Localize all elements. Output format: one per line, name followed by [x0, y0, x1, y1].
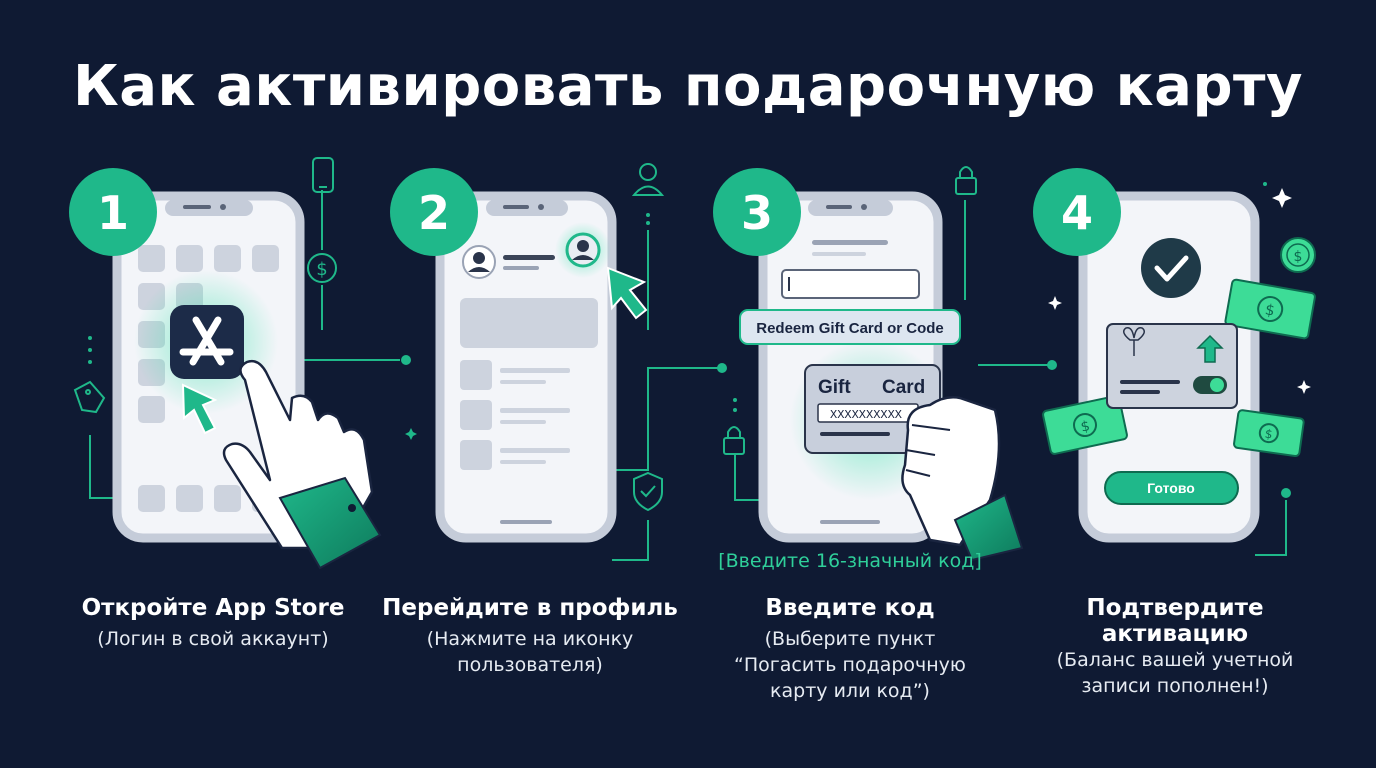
step-2-description: (Нажмите на иконку пользователя)	[375, 626, 685, 678]
step-badge-1	[69, 168, 157, 256]
step-badge-2	[390, 168, 478, 256]
step-3: Redeem Gift Card or Code Gift Card XXXXX…	[713, 168, 1024, 562]
cursor-arrow-icon	[181, 383, 218, 435]
step-3-title: Введите код	[765, 595, 935, 621]
hand-holding-card-icon	[901, 396, 1024, 562]
step-4-desc-line-2: записи пополнен!)	[1081, 675, 1269, 697]
step-4-description: (Баланс вашей учетной записи пополнен!)	[1025, 647, 1325, 699]
step-number-2: 2	[418, 186, 450, 240]
tag-icon	[73, 380, 106, 414]
svg-text:Gift: Gift	[818, 377, 851, 398]
step-1-title: Откройте App Store	[81, 595, 345, 621]
cursor-arrow-icon	[606, 266, 648, 320]
step-badge-3	[713, 168, 801, 256]
step-1-description: (Логин в свой аккаунт)	[58, 626, 368, 652]
step-2-desc-line-2: пользователя)	[457, 654, 603, 676]
dollar-icon: $	[307, 253, 337, 283]
svg-text:$: $	[1294, 249, 1303, 265]
phone-icon	[312, 157, 334, 193]
svg-text:Готово: Готово	[1147, 480, 1195, 496]
sparkle-icon	[405, 182, 1311, 440]
code-input-field[interactable]	[781, 269, 920, 299]
step-1: 1	[69, 168, 382, 570]
done-button[interactable]: Готово	[1104, 471, 1239, 505]
shield-check-icon	[633, 471, 663, 512]
gift-box-icon	[1106, 323, 1238, 409]
step-2-desc-line-1: (Нажмите на иконку	[426, 628, 634, 650]
money-bill-icon: $ $ $ $	[1042, 237, 1316, 458]
svg-text:$: $	[316, 259, 327, 280]
step-badge-4	[1033, 168, 1121, 256]
step-4: $ $ $ $	[1033, 168, 1316, 543]
lock-icon	[723, 166, 977, 455]
svg-text:$: $	[1079, 418, 1091, 436]
svg-text:Redeem Gift Card or Code: Redeem Gift Card or Code	[756, 320, 944, 337]
gift-card-icon: Gift Card XXXXXXXXXX	[804, 364, 941, 454]
svg-text:$: $	[1264, 300, 1277, 319]
step-4-title: Подтвердите активацию	[1025, 595, 1325, 647]
step-3-desc-line-2: “Погасить подарочную	[734, 654, 966, 676]
step-4-title-line-2: активацию	[1101, 621, 1249, 647]
step-4-title-line-1: Подтвердите	[1086, 595, 1264, 621]
step-3-description: (Выберите пункт “Погасить подарочную кар…	[700, 626, 1000, 704]
svg-text:XXXXXXXXXX: XXXXXXXXXX	[830, 408, 902, 422]
dots	[88, 213, 737, 412]
step-1-desc-line-1: (Логин в свой аккаунт)	[97, 628, 329, 650]
code-hint: [Введите 16-значный код]	[718, 550, 982, 572]
redeem-button[interactable]: Redeem Gift Card or Code	[739, 309, 961, 345]
profile-avatar-icon	[462, 245, 496, 279]
step-3-desc-line-1: (Выберите пункт	[764, 628, 936, 650]
svg-text:$: $	[1264, 427, 1274, 442]
page-title: Как активировать подарочную карту	[72, 54, 1304, 119]
pointing-hand-icon	[222, 359, 382, 570]
step-2: 2	[390, 168, 648, 543]
step-number-4: 4	[1061, 186, 1093, 240]
user-profile-button[interactable]	[565, 232, 601, 268]
step-number-3: 3	[741, 186, 773, 240]
app-store-icon[interactable]	[170, 305, 244, 379]
user-icon	[631, 163, 665, 196]
toggle-icon[interactable]	[1193, 376, 1227, 394]
step-2-title: Перейдите в профиль	[382, 595, 678, 621]
step-3-desc-line-3: карту или код”)	[770, 680, 930, 702]
checkmark-icon	[1141, 238, 1201, 298]
step-number-1: 1	[97, 186, 129, 240]
step-4-desc-line-1: (Баланс вашей учетной	[1056, 649, 1294, 671]
connector-lines	[89, 190, 1291, 561]
svg-text:Card: Card	[882, 377, 925, 398]
